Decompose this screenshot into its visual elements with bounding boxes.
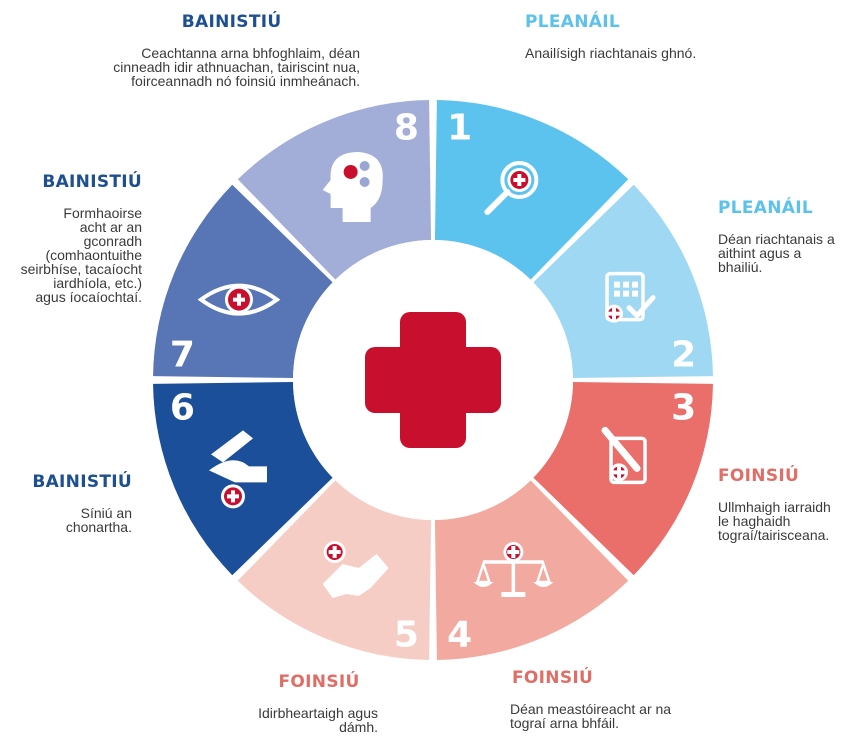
label-line: chonartha.	[65, 519, 132, 535]
label-upper-left: BAINISTIÚ Formhaoirse acht ar an gconrad…	[21, 172, 142, 304]
label-bottom-right: FOINSIÚ Déan meastóireacht ar na tograí …	[510, 668, 671, 730]
label-heading: PLEANÁIL	[525, 12, 621, 32]
label-line: seirbhíse, tacaíocht	[20, 261, 142, 277]
label-line: iardhíola, etc.)	[53, 275, 142, 291]
label-heading: BAINISTIÚ	[42, 172, 142, 192]
label-upper-right: PLEANÁIL Déan riachtanais a aithint agus…	[718, 198, 835, 274]
label-heading: FOINSIÚ	[718, 466, 800, 486]
label-heading: BAINISTIÚ	[181, 12, 282, 32]
handshake-cross-icon	[322, 541, 389, 599]
label-line: cinneadh idir athnuachan, tairiscint nua…	[113, 59, 360, 75]
label-top-left: BAINISTIÚ Ceachtanna arna bhfoghlaim, dé…	[113, 12, 360, 88]
label-line: agus íocaíochtaí.	[35, 289, 142, 305]
label-line: Déan riachtanais a	[718, 231, 835, 247]
label-line: Anailísigh riachtanais ghnó.	[525, 45, 697, 61]
label-description: Déan meastóireacht ar na tograí arna bhf…	[510, 702, 671, 730]
eye-cross-icon	[197, 283, 281, 316]
label-heading: BAINISTIÚ	[32, 472, 132, 492]
label-line: acht ar an	[79, 219, 142, 235]
step-number-5: 5	[394, 615, 419, 656]
label-line: tograí/tairisceana.	[718, 527, 830, 543]
label-description: Ullmhaigh iarraidh le haghaidh tograí/ta…	[718, 500, 831, 542]
label-heading: FOINSIÚ	[278, 672, 360, 692]
label-heading: PLEANÁIL	[718, 198, 814, 218]
label-description: Formhaoirse acht ar an gconradh (comhaon…	[21, 206, 142, 304]
label-line: (comhaontuithe	[45, 247, 142, 263]
label-line: Ceachtanna arna bhfoghlaim, déan	[141, 45, 360, 61]
label-line: gconradh	[83, 233, 142, 249]
label-line: bhailiú.	[718, 259, 763, 275]
step-number-1: 1	[447, 107, 472, 148]
checklist-cross-icon	[605, 271, 656, 323]
step-number-4: 4	[447, 615, 472, 656]
document-pen-cross-icon	[601, 426, 647, 485]
label-line: le haghaidh	[718, 513, 791, 529]
wheel-segment-2	[533, 184, 713, 379]
label-bottom-left: FOINSIÚ Idirbheartaigh agus dámh.	[258, 672, 378, 734]
label-description: Ceachtanna arna bhfoghlaim, déan cinnead…	[113, 46, 360, 88]
step-number-3: 3	[671, 387, 696, 428]
label-line: aithint agus a	[718, 245, 802, 261]
wheel-segment-7	[153, 184, 333, 379]
scales-cross-icon	[473, 542, 554, 598]
head-gears-icon	[322, 151, 383, 222]
label-line: dámh.	[339, 719, 378, 735]
label-description: Síniú an chonartha.	[32, 506, 132, 534]
red-cross-icon	[365, 312, 501, 448]
step-number-6: 6	[170, 387, 195, 428]
label-top-right: PLEANÁIL Anailísigh riachtanais ghnó.	[525, 12, 696, 60]
signing-hand-cross-icon	[208, 430, 267, 509]
step-number-7: 7	[170, 335, 195, 376]
step-number-2: 2	[671, 335, 696, 376]
label-line: Síniú an	[80, 505, 132, 521]
step-number-8: 8	[394, 107, 419, 148]
label-line: Idirbheartaigh agus	[258, 705, 378, 721]
label-line: Formhaoirse	[63, 205, 142, 221]
wheel-segment-4	[434, 480, 629, 660]
label-line: foirceannadh nó foinsiú inmheánach.	[131, 73, 360, 89]
label-line: Ullmhaigh iarraidh	[718, 499, 831, 515]
label-line: tograí arna bhfáil.	[510, 715, 619, 731]
label-lower-right: FOINSIÚ Ullmhaigh iarraidh le haghaidh t…	[718, 466, 831, 542]
label-lower-left: BAINISTIÚ Síniú an chonartha.	[32, 472, 132, 534]
label-description: Idirbheartaigh agus dámh.	[258, 706, 378, 734]
label-line: Déan meastóireacht ar na	[510, 701, 672, 717]
wheel-segment-5	[237, 480, 432, 660]
magnifier-cross-icon	[484, 160, 539, 215]
label-description: Déan riachtanais a aithint agus a bhaili…	[718, 232, 835, 274]
label-description: Anailísigh riachtanais ghnó.	[525, 46, 696, 60]
label-heading: FOINSIÚ	[512, 668, 594, 688]
